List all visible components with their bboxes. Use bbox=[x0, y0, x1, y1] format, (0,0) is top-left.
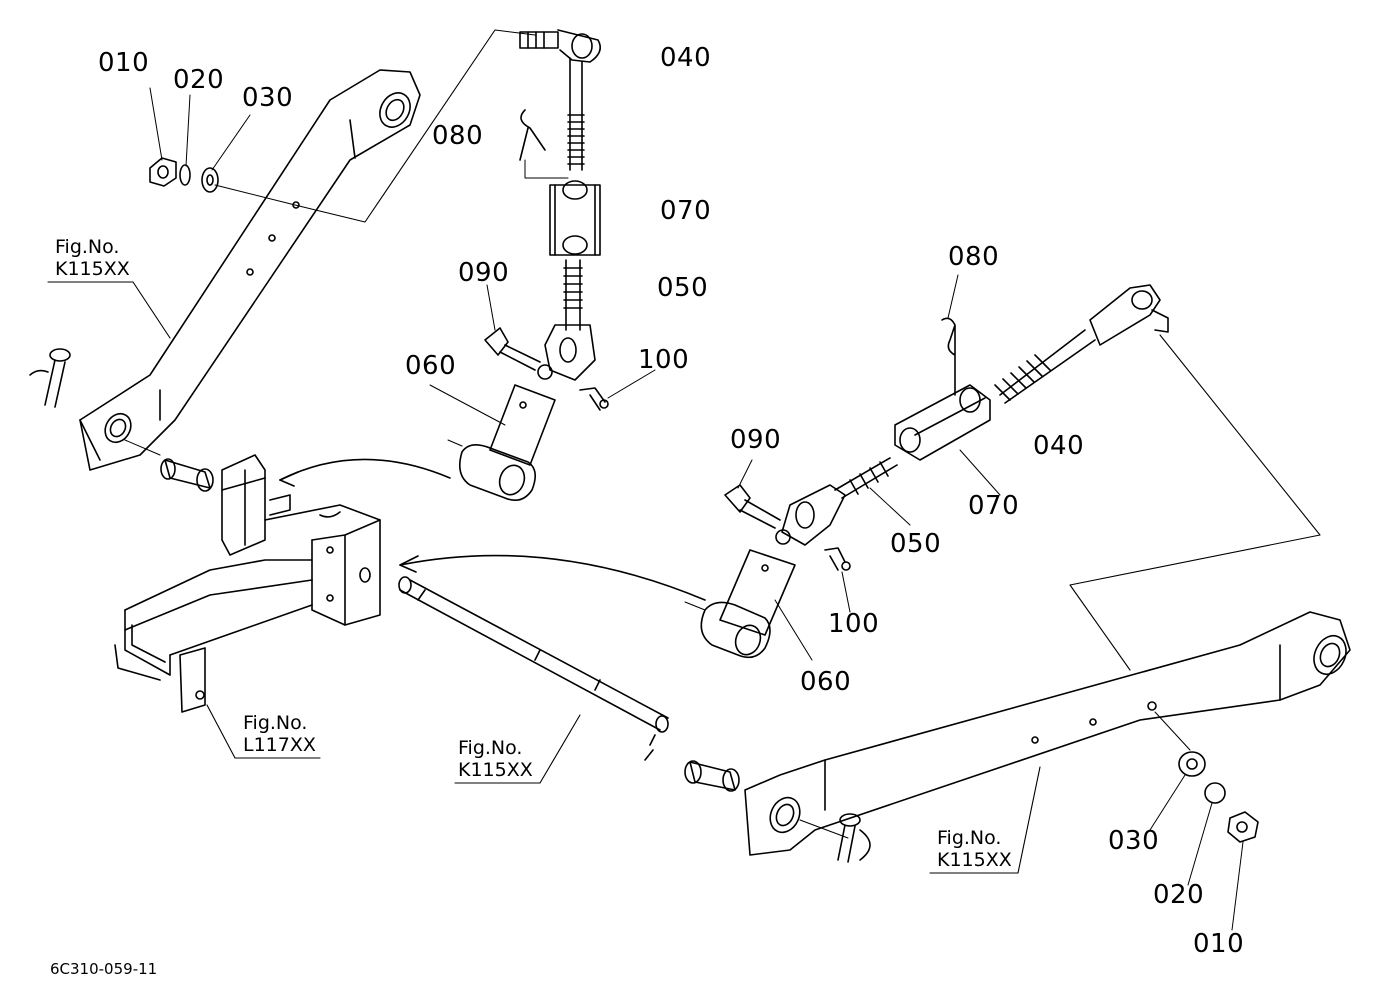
fig-ref-number: L117XX bbox=[243, 734, 316, 756]
top-turnbuckle-070 bbox=[549, 180, 601, 256]
fig-ref-caption: Fig.No. bbox=[937, 827, 1002, 849]
top-bracket-060 bbox=[429, 384, 556, 501]
left-leader-line bbox=[294, 29, 536, 223]
part-label-040-right: 040 bbox=[1033, 431, 1085, 461]
part-label-030-left: 030 bbox=[242, 83, 294, 113]
fig-ref-caption: Fig.No. bbox=[243, 712, 308, 734]
right-leader-line bbox=[1069, 334, 1321, 671]
right-turnbuckle-070 bbox=[894, 384, 1001, 496]
part-label-040-top: 040 bbox=[660, 43, 712, 73]
fig-ref-right-lower-link: Fig.No. K115XX bbox=[937, 827, 1012, 871]
fig-ref-number: K115XX bbox=[55, 258, 130, 280]
drawing-code: 6C310-059-11 bbox=[50, 960, 158, 978]
top-pin-090 bbox=[484, 284, 541, 371]
part-label-070-right: 070 bbox=[968, 491, 1020, 521]
top-threaded-rod-050 bbox=[537, 259, 596, 381]
part-label-020-left: 020 bbox=[173, 65, 225, 95]
part-label-030-right: 030 bbox=[1108, 826, 1160, 856]
left-link-pin bbox=[29, 348, 71, 408]
right-lift-rod bbox=[994, 284, 1169, 404]
left-hardware bbox=[149, 87, 296, 206]
right-bushing bbox=[684, 760, 740, 792]
part-label-020-right: 020 bbox=[1153, 880, 1205, 910]
fig-ref-left-lower-link: Fig.No. K115XX bbox=[55, 236, 130, 280]
top-cotter-100 bbox=[579, 369, 656, 411]
fig-ref-frame: Fig.No. L117XX bbox=[243, 712, 316, 756]
fig-ref-caption: Fig.No. bbox=[55, 236, 120, 258]
fig-ref-number: K115XX bbox=[937, 849, 1012, 871]
part-label-090-right: 090 bbox=[730, 425, 782, 455]
part-label-100-top: 100 bbox=[638, 345, 690, 375]
left-lower-link bbox=[79, 69, 421, 471]
right-lower-link bbox=[744, 611, 1351, 856]
part-label-010-right: 010 bbox=[1193, 929, 1245, 959]
right-link-pin bbox=[799, 813, 871, 863]
cross-shaft bbox=[398, 576, 669, 761]
part-label-070-top: 070 bbox=[660, 196, 712, 226]
part-label-060-top: 060 bbox=[405, 351, 457, 381]
part-label-100-right: 100 bbox=[828, 609, 880, 639]
frame bbox=[114, 454, 381, 713]
part-label-080-right: 080 bbox=[948, 242, 1000, 272]
right-threaded-rod-050 bbox=[775, 457, 911, 546]
part-label-050-right: 050 bbox=[890, 529, 942, 559]
arrow-to-right-bracket bbox=[399, 554, 706, 601]
right-bracket-060 bbox=[684, 549, 813, 661]
part-label-060-right: 060 bbox=[800, 667, 852, 697]
part-label-050-top: 050 bbox=[657, 273, 709, 303]
right-pin-090 bbox=[724, 459, 781, 529]
fig-ref-cross-shaft: Fig.No. K115XX bbox=[458, 737, 533, 781]
arrow-to-left-bracket bbox=[279, 458, 451, 481]
right-hardware bbox=[1149, 711, 1259, 931]
top-clip-080 bbox=[519, 109, 569, 179]
top-lift-rod bbox=[519, 29, 601, 171]
figure-ref-leaders bbox=[47, 281, 1041, 874]
right-clip-080 bbox=[941, 274, 959, 396]
part-label-090-top: 090 bbox=[458, 258, 510, 288]
part-label-010-left: 010 bbox=[98, 48, 150, 78]
fig-ref-caption: Fig.No. bbox=[458, 737, 523, 759]
right-cotter-100 bbox=[824, 547, 851, 613]
part-label-080-top: 080 bbox=[432, 121, 484, 151]
left-bushing bbox=[124, 439, 214, 492]
fig-ref-number: K115XX bbox=[458, 759, 533, 781]
